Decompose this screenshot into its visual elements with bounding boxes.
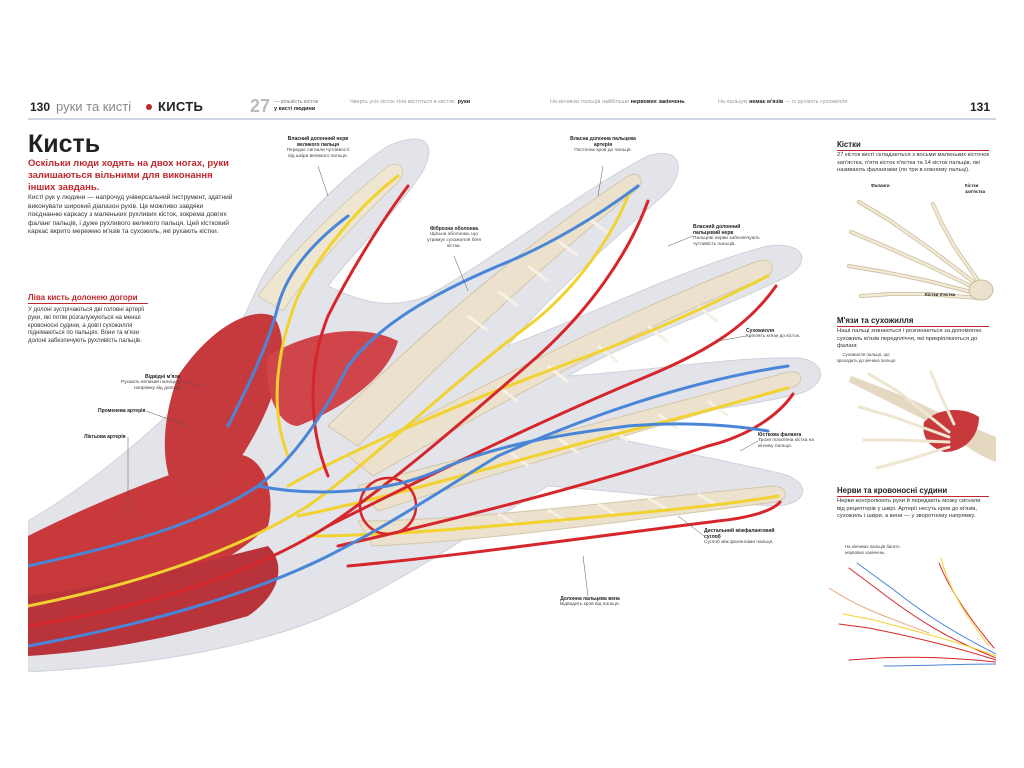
bones-label-metacarpals: Кістки п'ястка xyxy=(925,292,956,297)
thumb-bones xyxy=(257,163,403,312)
thumb-muscles xyxy=(164,313,398,499)
bones-label-phalanges: Фаланги xyxy=(871,183,890,188)
chapter-title: КИСТЬ xyxy=(158,99,204,114)
page-title: Кисть xyxy=(28,130,101,158)
header-rule xyxy=(28,118,996,120)
sidebar-bones-rule xyxy=(837,150,989,151)
sidebar-muscles-text: Наші пальці згинаються і розгинаються за… xyxy=(837,328,982,350)
book-spread: 130 руки та кисті КИСТЬ 27 — кількість к… xyxy=(28,96,996,672)
sidebar-bones-text: 27 кісток кисті складаються з восьми мал… xyxy=(837,152,989,174)
fact-2: Чверть усіх кісток тіла містяться в кист… xyxy=(350,99,471,105)
bones-label-carpals: Кістки зап'ястка xyxy=(965,183,986,194)
label-ulnar-artery: Ліктьова артерія xyxy=(84,434,126,440)
muscles-label-tendon: Сухожилля пальця, що проходить до кінчик… xyxy=(836,352,896,363)
palm-section-rule xyxy=(28,303,148,304)
nerves-label: На кінчиках пальців багато нервових закі… xyxy=(845,544,900,555)
left-page-number: 130 xyxy=(30,100,51,114)
nerves xyxy=(28,174,790,608)
hand-anatomy-illustration xyxy=(28,138,821,672)
header-dot-icon xyxy=(146,104,152,110)
fact-number: 27 xyxy=(250,96,271,116)
palm-tendons xyxy=(327,174,802,547)
sidebar-muscles-rule xyxy=(837,326,989,327)
sidebar-muscles-title: М'язи та сухожилля xyxy=(837,316,914,325)
forearm-muscles xyxy=(28,454,279,656)
callout-lines xyxy=(127,165,759,597)
muscles-illustration xyxy=(849,370,996,470)
nerves-vessels-illustration xyxy=(829,557,996,667)
lead-paragraph: Оскільки люди ходять на двох ногах, руки… xyxy=(28,158,229,193)
sidebar-nerves-title: Нерви та кровоносні судини xyxy=(837,486,948,495)
bones-illustration xyxy=(847,200,994,301)
sidebar-bones-title: Кістки xyxy=(837,140,861,149)
fact-4: На пальцях немає м'язів — їх рухають сух… xyxy=(718,99,849,105)
fact-3: На кінчиках пальців найбільше нервових з… xyxy=(550,99,685,105)
palm-section-title: Ліва кисть долонею догори xyxy=(28,293,138,302)
section-name: руки та кисті xyxy=(56,99,132,114)
label-radial-artery: Променева артерія xyxy=(98,408,146,414)
sidebar-nerves-text: Нерви контролюють рухи й передають мозку… xyxy=(837,498,981,520)
arteries xyxy=(28,184,795,628)
veins xyxy=(28,184,790,648)
right-page-number: 131 xyxy=(969,100,990,114)
sidebar: Кістки 27 кісток кисті складаються з вос… xyxy=(825,130,996,670)
body-paragraph: Кисті рук у людини — напрочуд універсаль… xyxy=(28,194,233,236)
palm-section-body: У долоні зустрічаються дві головні артер… xyxy=(28,307,145,345)
sidebar-nerves-rule xyxy=(837,496,989,497)
